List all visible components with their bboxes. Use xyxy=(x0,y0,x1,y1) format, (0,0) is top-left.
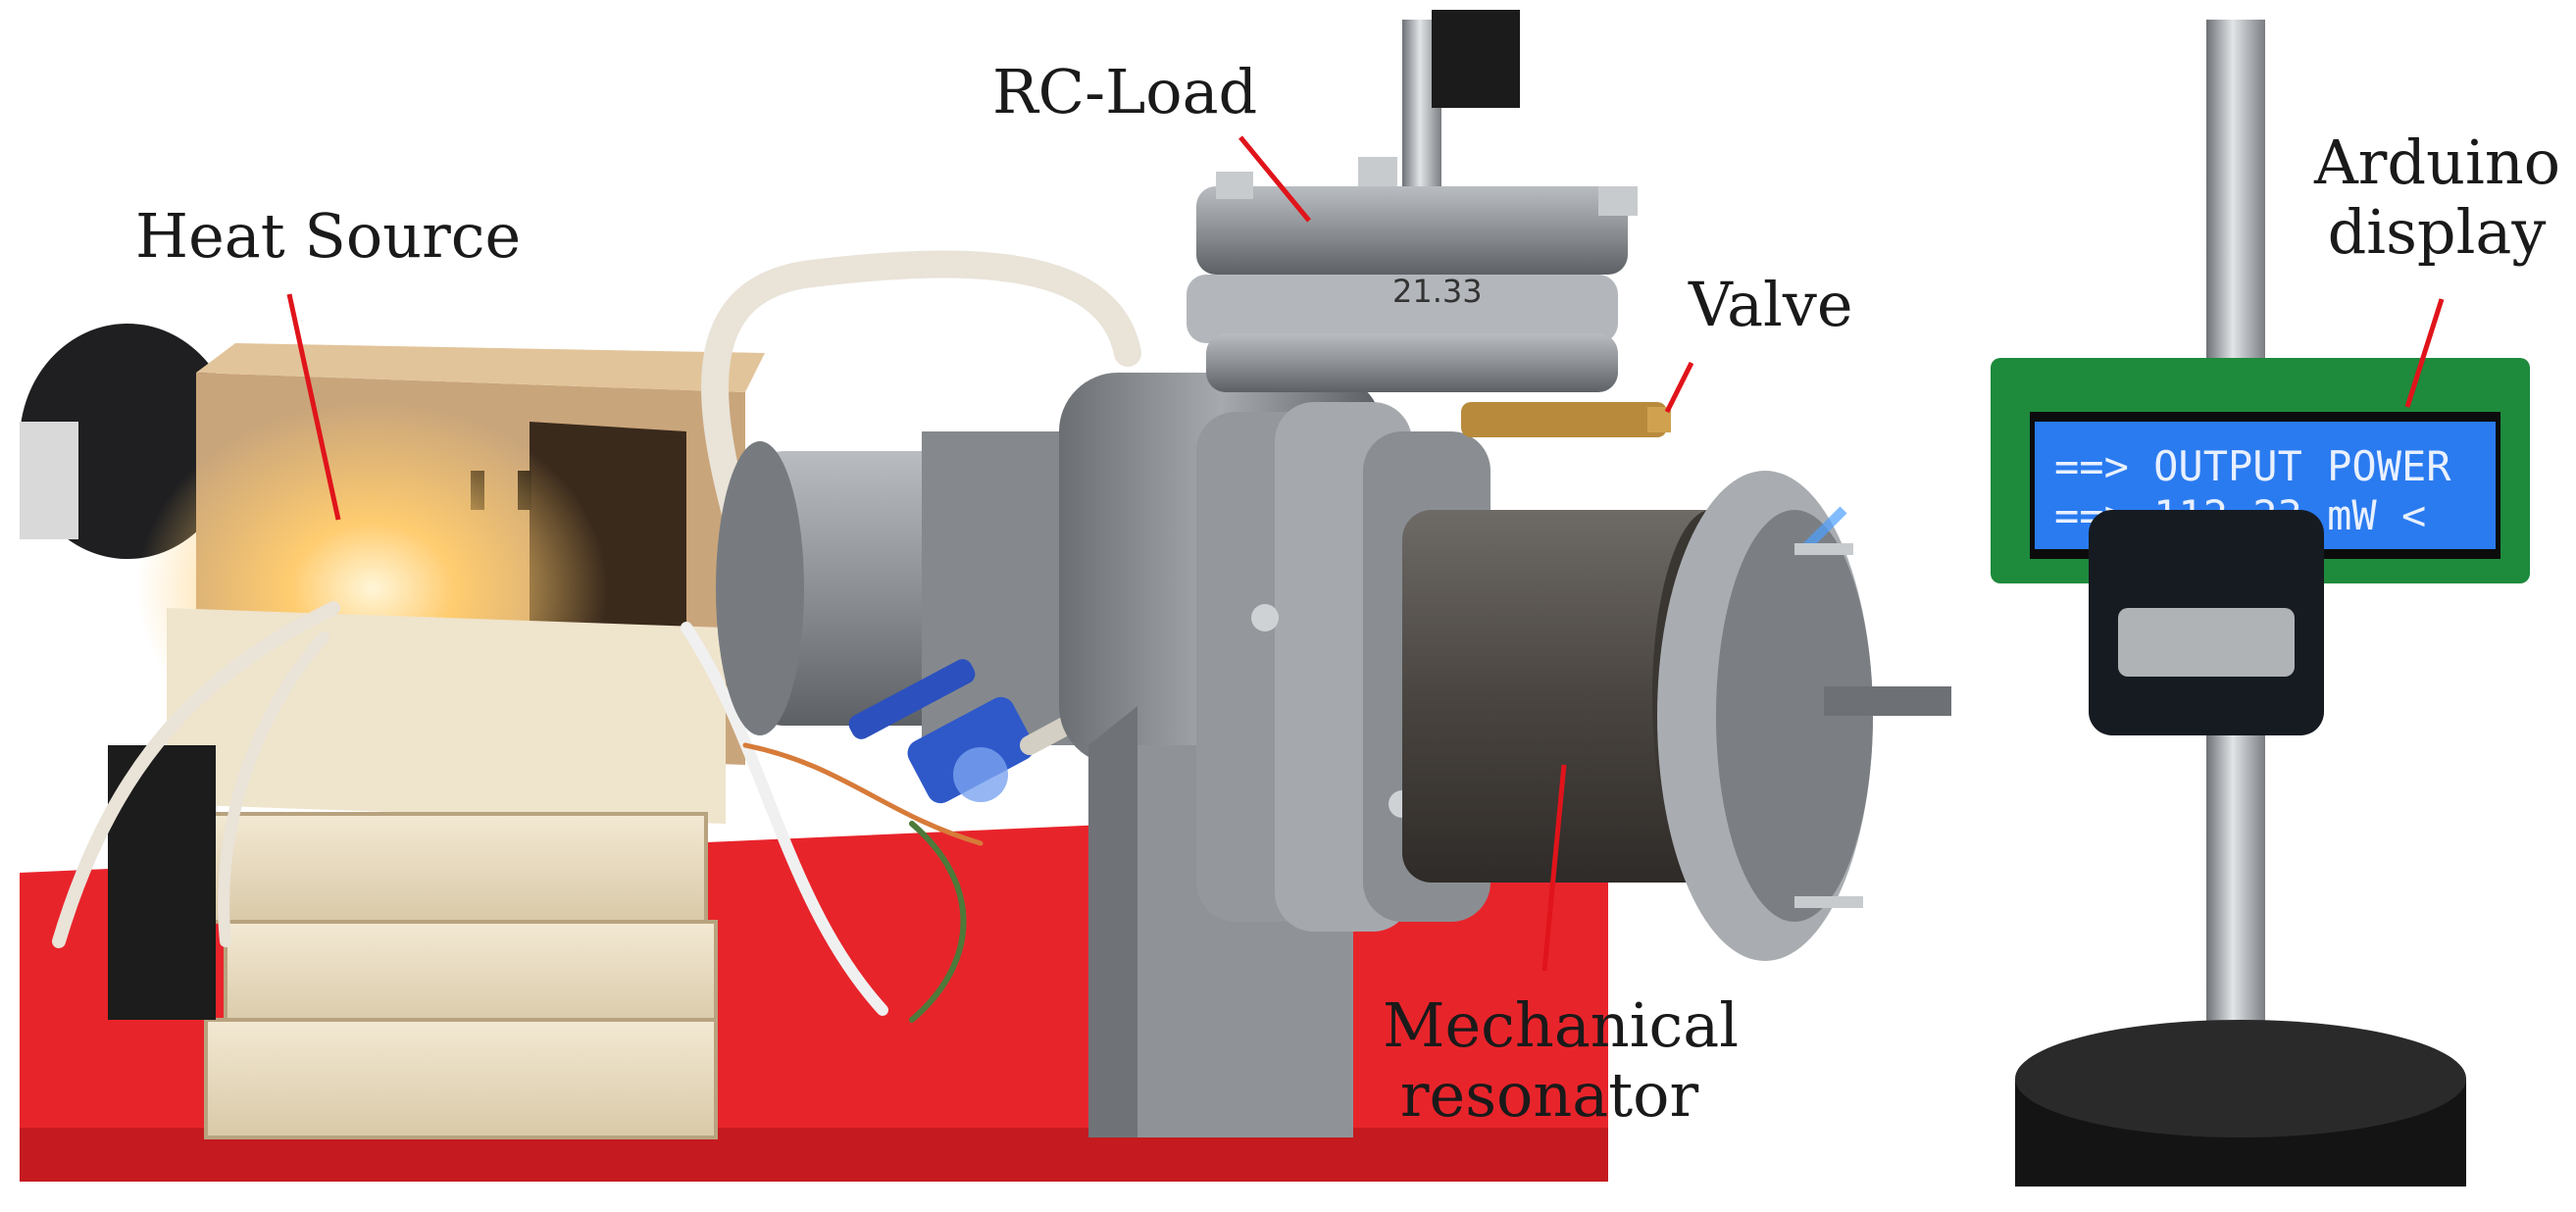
mechanical-resonator-label-line-2: resonator xyxy=(1399,1059,1699,1132)
svg-text:21.33: 21.33 xyxy=(1392,273,1483,310)
arduino-display-label-line-1: Arduino xyxy=(2314,126,2561,198)
arduino-display-label: Arduino display xyxy=(2314,126,2561,269)
leader-lines xyxy=(286,135,2445,972)
mechanical-resonator-label-line-1: Mechanical xyxy=(1383,989,1740,1061)
brass-valve xyxy=(1461,402,1671,437)
arduino-display-leader xyxy=(2404,298,2445,408)
heat-source-label: Heat Source xyxy=(135,200,522,272)
heat-source-box xyxy=(108,343,765,1139)
arduino-lcd-module: ==> OUTPUT POWER ==> 112.23 mW < xyxy=(1991,358,2530,735)
right-flange xyxy=(1657,471,1951,961)
lcd-line-1: ==> OUTPUT POWER xyxy=(2054,442,2451,490)
rc-load-leader xyxy=(1238,135,1311,223)
resonator-leader xyxy=(1541,764,1567,972)
rc-load-assembly: 21.33 xyxy=(1187,10,1638,392)
valve-label: Valve xyxy=(1689,269,1853,340)
mechanical-resonator-label: Mechanical resonator xyxy=(1383,989,1740,1132)
heat-source-leader xyxy=(286,293,341,521)
arduino-display-label-line-2: display xyxy=(2327,196,2547,269)
tubing xyxy=(52,250,1141,1023)
rc-load-label: RC-Load xyxy=(992,56,1258,127)
valve-leader xyxy=(1664,361,1694,414)
